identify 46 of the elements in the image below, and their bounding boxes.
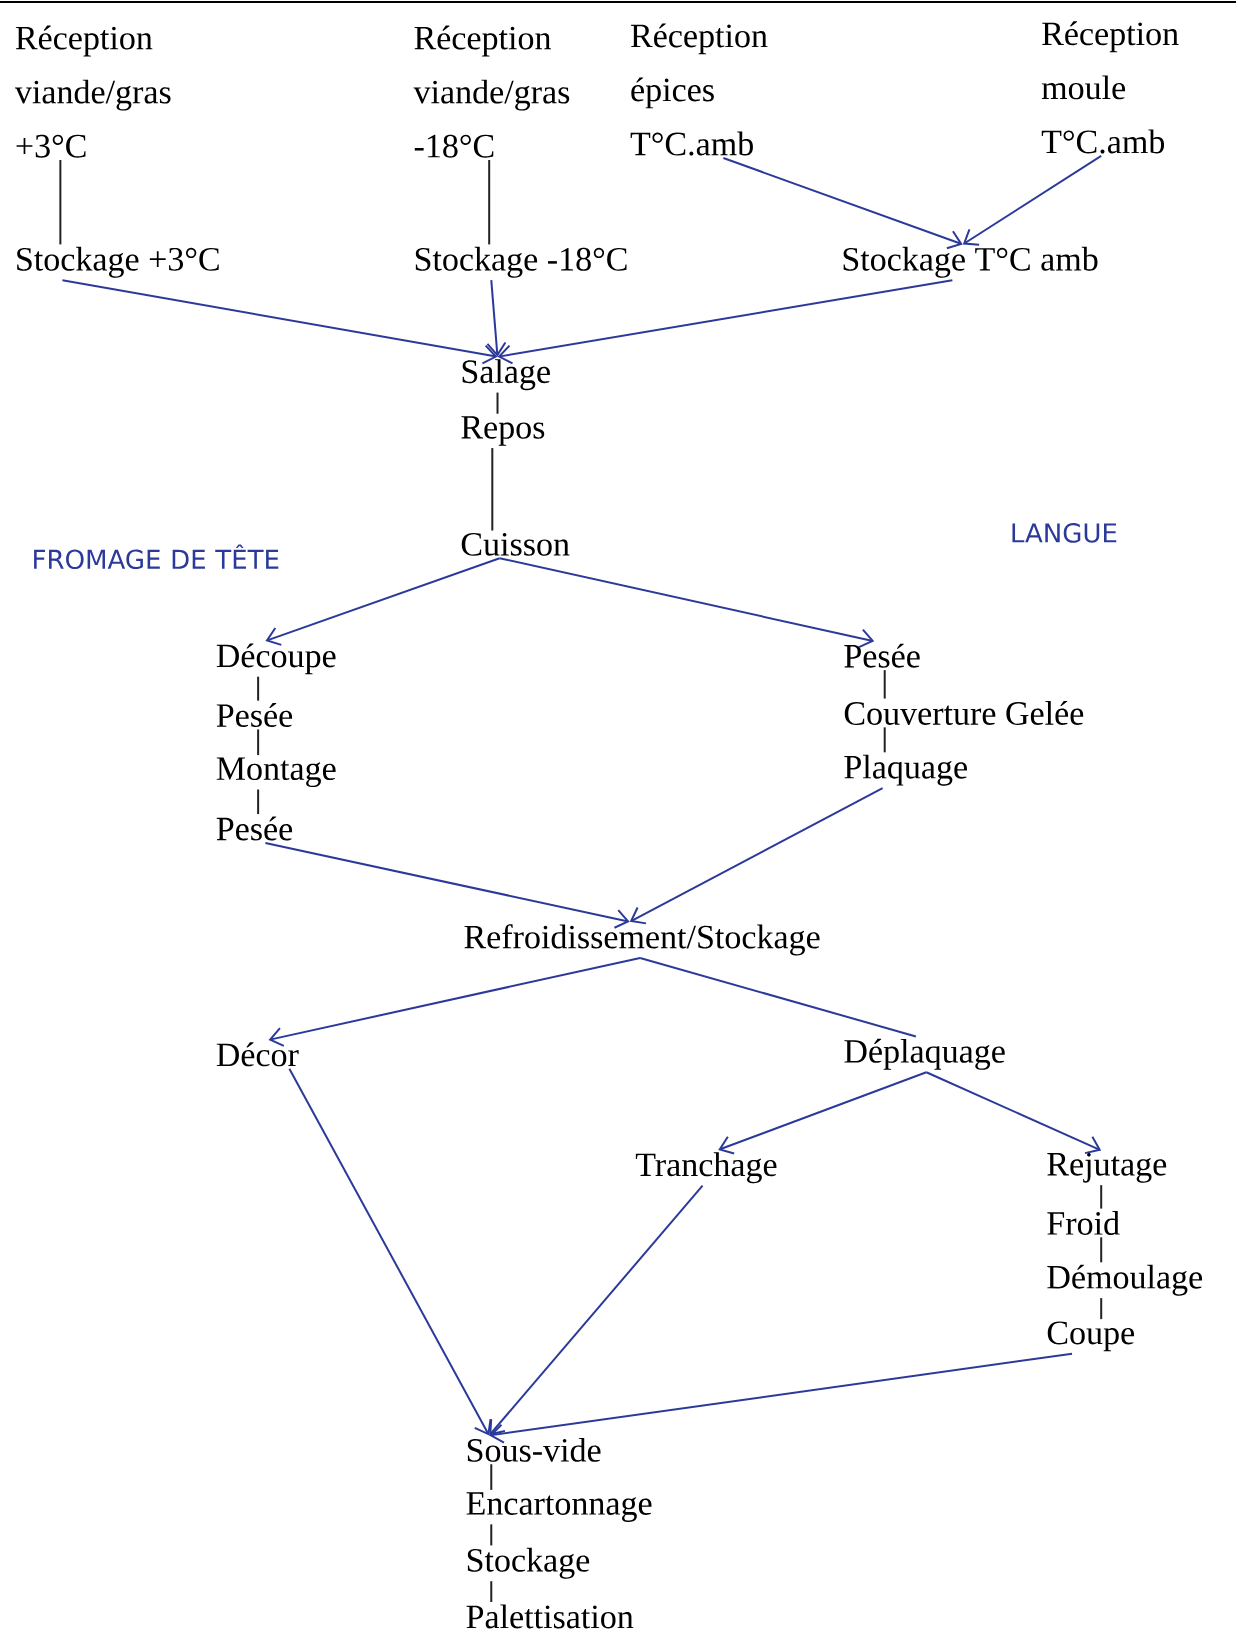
section-label: FROMAGE DE TÊTE [33,544,279,570]
arrow [629,787,884,925]
arrow [288,1067,492,1436]
step-label: Encartonnage [466,1492,652,1522]
step-label: Tranchage [635,1152,777,1184]
arrow [268,956,641,1047]
step-label: Stockage [467,1547,589,1579]
step-label: Démoulage [1047,1264,1202,1296]
step-label: Réception viande/gras +3°C [14,25,171,158]
step-label: Froid [1047,1211,1120,1235]
arrow [497,279,954,365]
step-label: Découpe [216,643,336,675]
step-label: Stockage -18°C [415,246,627,278]
step-label: Refroidissement/Stockage [464,924,820,956]
arrow [265,557,501,646]
arrow [498,557,875,649]
arrow [962,154,1102,246]
step-label: Réception viande/gras -18°C [413,25,569,158]
step-label: Déplaquage [844,1038,1005,1070]
step-label: Stockage +3°C [16,246,219,278]
section-label: LANGUE [1012,523,1116,543]
step-label: Plaquage [844,754,967,786]
arrow [61,279,498,365]
step-label: Couverture Gelée [844,700,1083,725]
step-label: Réception épices T°C.amb [630,23,768,156]
step-label: Coupe [1047,1321,1134,1352]
arrow [717,1071,928,1155]
step-label: Cuisson [461,532,570,556]
step-label: Pesée [216,816,292,841]
step-label: Réception moule T°C.amb [1041,21,1179,154]
arrow [488,1352,1073,1444]
arrow [264,841,630,929]
step-label: Stockage T°C amb [843,246,1098,278]
arrow [722,157,963,250]
step-label: Rejutage [1047,1152,1166,1183]
step-label: Décor [216,1042,299,1067]
step-label: Salage [462,359,550,391]
step-label: Repos [461,416,544,446]
step-label: Pesée [216,703,292,728]
step-label: Montage [216,757,336,788]
arrow [486,279,507,357]
step-label: Pesée [844,643,920,668]
arrow [488,1184,704,1436]
step-label: Sous-vide [467,1437,601,1462]
arrow [925,1071,1101,1155]
step-label: Palettisation [466,1604,634,1629]
